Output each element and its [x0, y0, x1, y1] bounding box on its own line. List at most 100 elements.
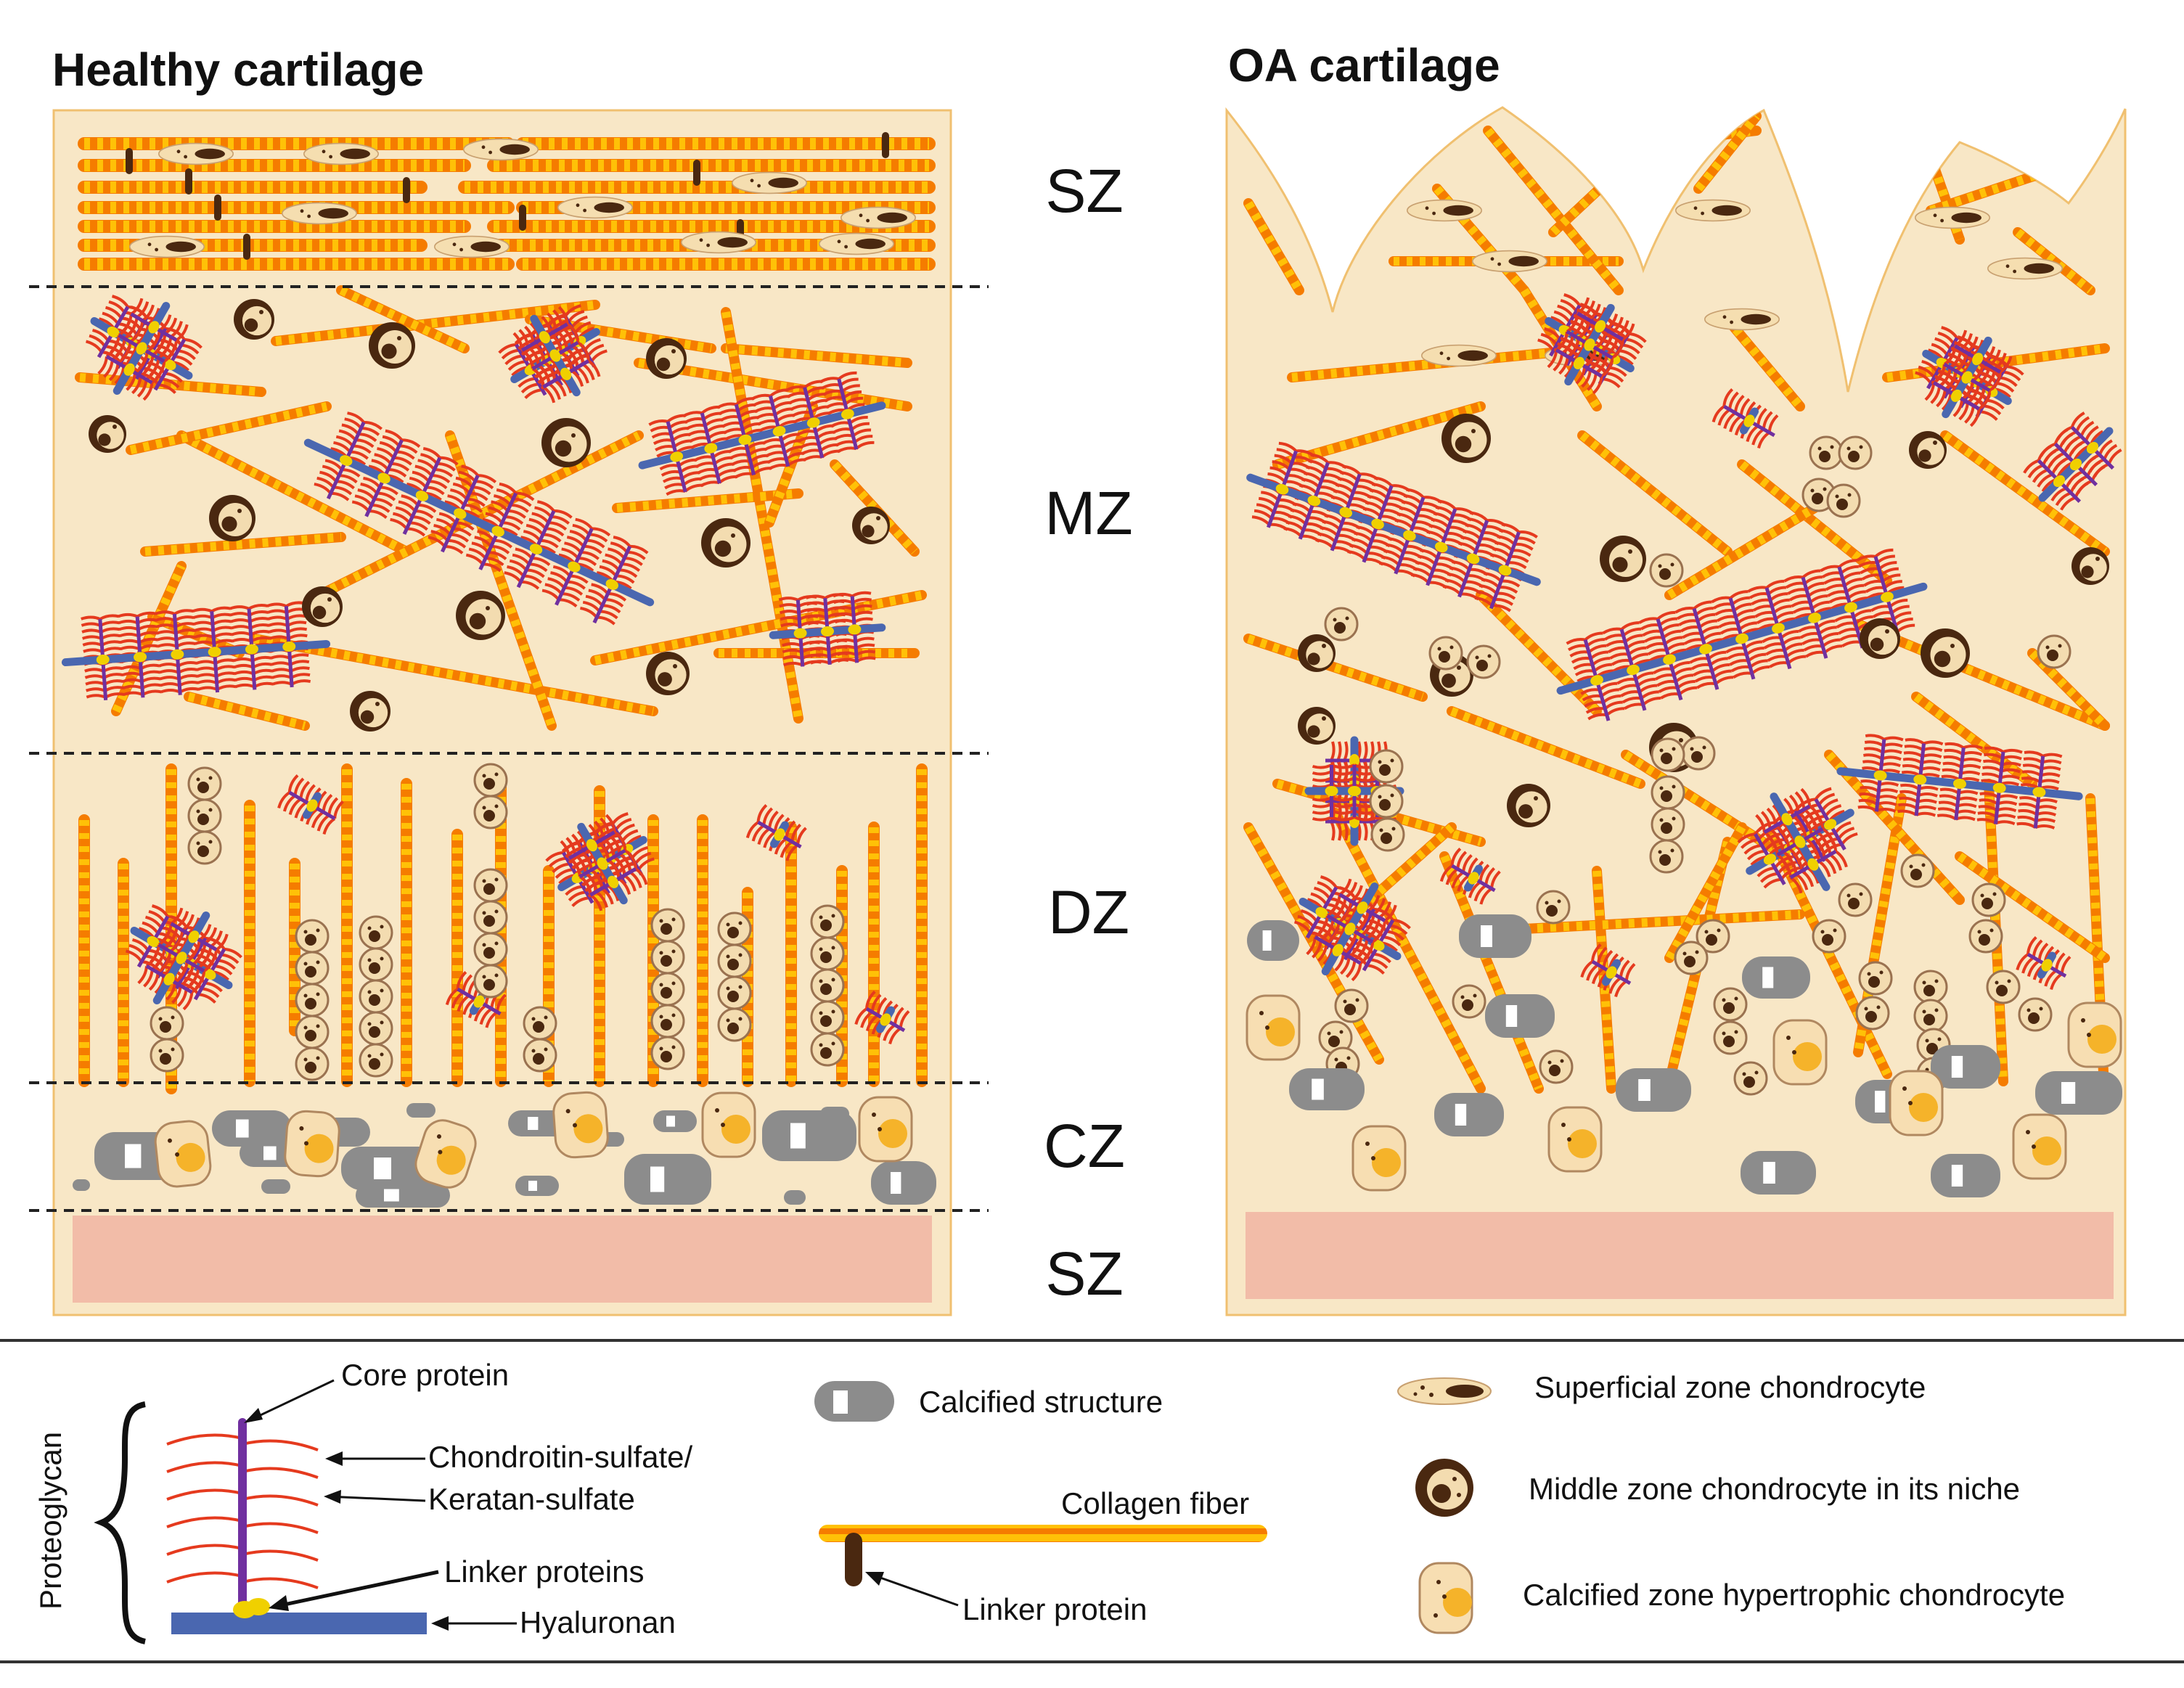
hypertrophic-chondrocyte	[701, 1091, 756, 1158]
granule	[1810, 488, 1815, 493]
linker-protein	[841, 409, 854, 419]
deep-chondrocyte	[1428, 636, 1463, 671]
cell-nucleus	[195, 148, 225, 160]
cell-nucleus	[1706, 934, 1717, 946]
linker-protein	[1824, 819, 1837, 830]
zone-label-dz: DZ	[1048, 878, 1129, 946]
deep-chondrocyte	[650, 1036, 685, 1070]
granule	[1742, 1072, 1746, 1076]
linker-protein	[693, 160, 700, 186]
cell-nucleus	[244, 318, 258, 332]
linker-protein	[1699, 644, 1712, 655]
proteoglycan-aggregate	[277, 774, 344, 835]
granule	[303, 1057, 308, 1062]
gag-chain	[778, 597, 799, 602]
granule	[671, 1013, 676, 1017]
cell-nucleus	[470, 241, 501, 253]
superficial-chondrocyte	[281, 202, 358, 225]
cell-nucleus	[1661, 790, 1672, 802]
proteoglycan-aggregate	[1836, 734, 2083, 829]
gag-chain	[615, 832, 627, 851]
deep-chondrocyte	[295, 951, 330, 986]
linker-protein	[1315, 906, 1328, 919]
gag-chain	[445, 988, 459, 1006]
deep-chondrocyte	[717, 1007, 752, 1042]
middle-chondrocyte	[1909, 431, 1947, 469]
granule	[459, 247, 463, 252]
granule	[1722, 998, 1726, 1002]
gag-chain	[478, 474, 497, 483]
collagen-fiber-band	[1739, 461, 1890, 584]
gag-chain	[461, 464, 479, 477]
granule	[1447, 356, 1450, 361]
cell-nucleus	[1379, 764, 1391, 776]
gag-chain	[151, 904, 169, 918]
linker-protein	[1950, 389, 1962, 402]
label-linker-protein: Linker protein	[962, 1592, 1147, 1626]
granule	[544, 1015, 548, 1020]
granule	[1561, 1123, 1566, 1127]
granule	[1933, 441, 1937, 445]
cell-nucleus	[312, 605, 327, 620]
calcified-structure	[406, 1103, 435, 1118]
cell-nucleus	[483, 883, 495, 895]
calcified-hole	[1455, 1104, 1467, 1126]
gag-chain	[118, 612, 138, 618]
cell-nucleus	[2047, 650, 2058, 661]
linker-protein	[2086, 441, 2099, 454]
superficial-chondrocyte	[557, 196, 634, 219]
calcified-structure	[820, 1107, 849, 1121]
gag-chain	[401, 438, 421, 448]
cell-nucleus	[660, 1051, 672, 1062]
linker-protein	[821, 626, 834, 637]
granule	[367, 926, 372, 930]
granule	[380, 956, 384, 961]
cell-nucleus	[1910, 869, 1922, 880]
gag-chain	[1372, 925, 1385, 943]
legend-proteoglycan: Proteoglycan Core protein Chondroitin-su…	[33, 1358, 693, 1644]
deep-chondrocyte	[187, 830, 222, 865]
linker-protein	[1961, 371, 1973, 384]
label-chondroitin-sulfate: Chondroitin-sulfate/	[428, 1440, 693, 1474]
granule	[1704, 930, 1709, 934]
collagen-fiber	[1940, 430, 2110, 557]
deep-chondrocyte	[810, 904, 845, 939]
granule	[872, 1113, 876, 1117]
granule	[1378, 795, 1382, 799]
collagen-fiber	[126, 401, 332, 455]
deep-chondrocyte	[1855, 996, 1890, 1031]
granule	[438, 1150, 443, 1155]
granule	[494, 804, 499, 808]
deep-chondrocyte	[1651, 807, 1685, 842]
calcified-structure	[784, 1190, 806, 1205]
cell-nucleus	[369, 930, 380, 942]
gag-chain	[1826, 833, 1838, 852]
proteoglycan-group-label: Proteoglycan	[33, 1432, 68, 1610]
deep-chondrocyte	[359, 947, 393, 982]
arrow-linker-protein	[867, 1572, 959, 1607]
deep-chondrocyte	[1651, 737, 1685, 772]
calcified-structure	[624, 1154, 711, 1205]
arrow-linker-proteins	[274, 1570, 439, 1609]
gag-chain	[1814, 787, 1832, 800]
proteoglycan-aggregate	[638, 371, 886, 496]
gag-chain	[1621, 323, 1635, 341]
gag-chain	[557, 306, 569, 324]
granule	[155, 247, 158, 252]
linker-protein	[403, 177, 410, 203]
deep-chondrocyte	[1968, 919, 2003, 954]
granule	[1547, 1060, 1552, 1065]
legend-calcified-structure: Calcified structure	[814, 1381, 1163, 1422]
cell-nucleus	[1568, 1129, 1597, 1158]
granule	[531, 1017, 536, 1021]
gag-chain	[215, 933, 229, 951]
linker-protein	[806, 417, 820, 428]
granule	[1365, 1142, 1370, 1146]
granule	[380, 925, 384, 929]
calcified-hole	[528, 1181, 537, 1191]
middle-chondrocyte	[209, 495, 255, 541]
granule	[482, 806, 486, 810]
label-linker-proteins: Linker proteins	[444, 1554, 644, 1589]
granule	[171, 1047, 175, 1052]
granule	[1876, 1005, 1881, 1009]
